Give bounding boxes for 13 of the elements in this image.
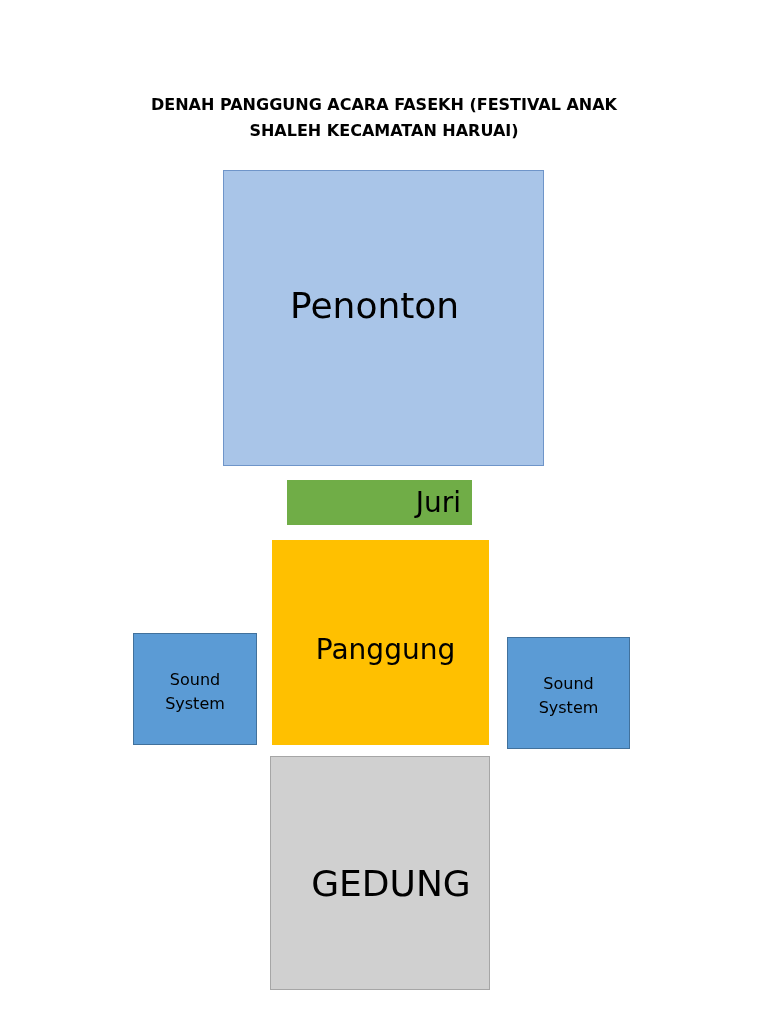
area-label: Penonton	[290, 284, 460, 328]
diagram-title: DENAH PANGGUNG ACARA FASEKH (FESTIVAL ANAK SHALEH KECAMATAN HARUAI)	[150, 94, 618, 142]
building-area	[270, 756, 490, 990]
area-label: Sound System	[537, 673, 600, 719]
area-label: Juri	[415, 484, 461, 521]
area-label: Sound System	[164, 669, 226, 715]
audience-area	[223, 170, 544, 466]
speaker-area	[133, 633, 257, 745]
jury-table	[287, 480, 472, 525]
stage-area	[272, 540, 489, 745]
area-label: Panggung	[315, 632, 456, 668]
area-label: GEDUNG	[311, 862, 471, 906]
speaker-area	[507, 637, 630, 749]
